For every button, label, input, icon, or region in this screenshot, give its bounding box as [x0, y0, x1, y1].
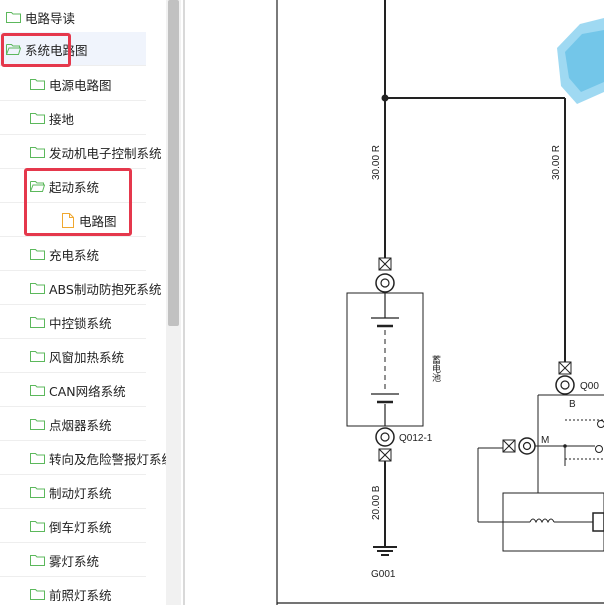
tree-item-abs-system[interactable]: ABS制动防抱死系统	[0, 271, 166, 305]
folder-icon	[30, 351, 45, 362]
tree-item-system-diagrams[interactable]: 系统电路图	[0, 32, 146, 66]
tree-item-label: 雾灯系统	[49, 553, 100, 569]
tree-item-cigarette-lighter[interactable]: 点烟器系统	[0, 407, 146, 441]
connector-q00	[555, 361, 575, 395]
tree-item-label: 电路图	[79, 213, 117, 229]
tree-item-central-lock[interactable]: 中控锁系统	[0, 305, 146, 339]
tree-item-fog-lights[interactable]: 雾灯系统	[0, 543, 146, 577]
connector-label-q00: Q00	[580, 381, 599, 392]
tree-item-label: 充电系统	[49, 247, 100, 263]
folder-icon	[30, 385, 45, 396]
tree-item-label: 电源电路图	[49, 77, 112, 93]
tree-item-label: 电路导读	[25, 10, 76, 26]
tree-item-windshield-heating[interactable]: 风窗加热系统	[0, 339, 146, 373]
folder-icon	[30, 147, 45, 158]
folder-open-icon	[6, 44, 21, 55]
ground-symbol	[373, 546, 397, 556]
tree-item-turn-hazard-lights[interactable]: 转向及危险警报灯系统	[0, 441, 166, 475]
tree-item-label: 起动系统	[49, 179, 100, 195]
folder-icon	[30, 487, 45, 498]
terminal-label-b: B	[569, 399, 576, 410]
circuit-diagram: 30.00 R 30.00 R 蓄电池	[276, 0, 604, 605]
sidebar-scrollbar[interactable]	[166, 0, 181, 605]
folder-icon	[30, 249, 45, 260]
tree-item-label: 制动灯系统	[49, 485, 112, 501]
folder-icon	[30, 555, 45, 566]
folder-icon	[30, 589, 45, 600]
scrollbar-thumb[interactable]	[168, 0, 179, 326]
tree-item-reverse-lights[interactable]: 倒车灯系统	[0, 509, 146, 543]
file-icon	[62, 212, 74, 228]
folder-icon	[30, 113, 45, 124]
tree-item-label: 接地	[49, 111, 75, 127]
tree-item-label: 倒车灯系统	[49, 519, 112, 535]
folder-icon	[30, 419, 45, 430]
tree-item-starting-system[interactable]: 起动系统	[0, 169, 146, 203]
folder-icon	[30, 317, 45, 328]
connector-battery-top	[375, 257, 395, 293]
folder-icon	[6, 12, 21, 23]
folder-icon	[30, 79, 45, 90]
tree-item-power-circuit[interactable]: 电源电路图	[0, 67, 146, 101]
wire-label-bottom: 20.00 B	[371, 485, 382, 520]
viewer-divider	[183, 0, 185, 605]
tree-item-label: 转向及危险警报灯系统	[49, 451, 166, 467]
tree-item-label: CAN网络系统	[49, 383, 126, 399]
terminal-label-m: M	[541, 435, 549, 446]
battery-label: 蓄电池	[430, 354, 441, 382]
tree-item-charging-system[interactable]: 充电系统	[0, 237, 146, 271]
folder-icon	[30, 521, 45, 532]
tree-item-circuit-diagram[interactable]: 电路图	[0, 203, 146, 237]
tree-item-label: 发动机电子控制系统	[49, 145, 162, 161]
tree-item-label: ABS制动防抱死系统	[49, 281, 162, 297]
tree-item-label: 系统电路图	[25, 42, 88, 58]
tree-item-circuit-guide[interactable]: 电路导读	[0, 0, 146, 34]
connector-q012	[375, 427, 395, 462]
folder-icon	[30, 453, 45, 464]
starter-motor-block	[477, 394, 604, 552]
tree-item-label: 点烟器系统	[49, 417, 112, 433]
tree-item-ground[interactable]: 接地	[0, 101, 146, 135]
ground-label: G001	[371, 569, 396, 580]
battery-symbol	[346, 292, 424, 427]
tree-item-label: 中控锁系统	[49, 315, 112, 331]
tree-item-headlights[interactable]: 前照灯系统	[0, 577, 146, 605]
folder-open-icon	[30, 181, 45, 192]
tree-item-label: 前照灯系统	[49, 587, 112, 603]
circuit-diagram-viewer[interactable]: 30.00 R 30.00 R 蓄电池	[185, 0, 604, 605]
connector-label-q012: Q012-1	[399, 433, 433, 444]
tree-item-can-network[interactable]: CAN网络系统	[0, 373, 146, 407]
watermark-logo	[557, 18, 604, 104]
navigation-tree: 电路导读 系统电路图 电源电路图 接地 发动机电子控制系统 起动系统 电路图 充…	[0, 0, 166, 605]
tree-item-engine-control[interactable]: 发动机电子控制系统	[0, 135, 166, 169]
wire-label-right: 30.00 R	[551, 145, 562, 180]
tree-item-label: 风窗加热系统	[49, 349, 125, 365]
folder-icon	[30, 283, 45, 294]
tree-item-brake-lights[interactable]: 制动灯系统	[0, 475, 146, 509]
wire-label-left: 30.00 R	[371, 145, 382, 180]
